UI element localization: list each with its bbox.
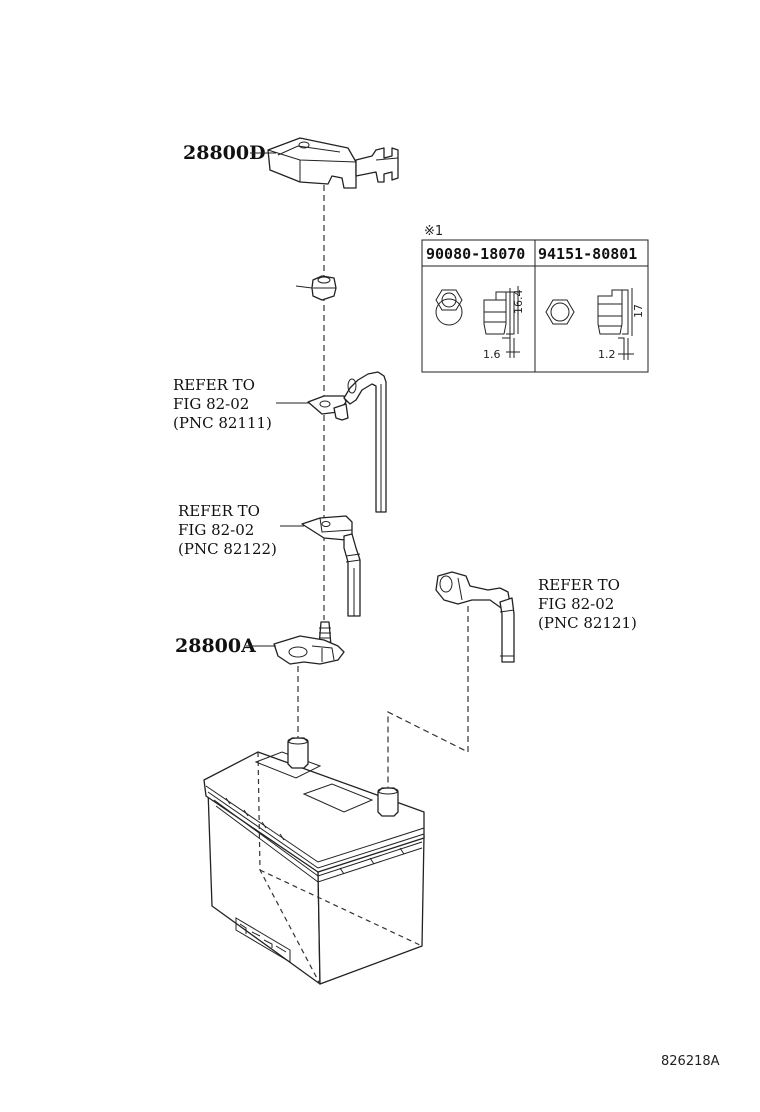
label-28800D: 28800D — [183, 142, 266, 164]
leader-line — [295, 285, 313, 289]
nut-drawing-94151-80801 — [545, 288, 634, 360]
svg-text:REFER TO: REFER TO — [538, 576, 620, 594]
reference-82121: REFER TO FIG 82-02 (PNC 82121) — [538, 576, 637, 632]
svg-text:(PNC 82111): (PNC 82111) — [173, 414, 272, 432]
label-28800A: 28800A — [175, 635, 256, 657]
nut-drawing-90080-18070 — [435, 286, 520, 358]
svg-text:REFER TO: REFER TO — [178, 502, 260, 520]
cable-terminal-82111[interactable] — [307, 371, 387, 513]
battery[interactable] — [203, 737, 425, 985]
svg-text:REFER TO: REFER TO — [173, 376, 255, 394]
svg-text:FIG 82-02: FIG 82-02 — [538, 595, 614, 613]
battery-clamp-28800A[interactable] — [273, 635, 345, 665]
svg-text:FIG 82-02: FIG 82-02 — [173, 395, 249, 413]
nut[interactable] — [311, 275, 337, 301]
dimension-thickness-1: 1.6 — [483, 348, 501, 361]
assembly-axis — [387, 606, 469, 790]
reference-82122: REFER TO FIG 82-02 (PNC 82122) — [178, 502, 277, 558]
svg-text:(PNC 82121): (PNC 82121) — [538, 614, 637, 632]
dimension-height-1: 16.4 — [512, 290, 525, 315]
dimension-thickness-2: 1.2 — [598, 348, 616, 361]
part-number-94151-80801: 94151-80801 — [538, 245, 637, 263]
svg-text:(PNC 82122): (PNC 82122) — [178, 540, 277, 558]
note-mark: ※1 — [424, 224, 443, 239]
cable-terminal-82122[interactable] — [301, 515, 361, 617]
cable-terminal-82121[interactable] — [435, 571, 515, 663]
part-number-90080-18070: 90080-18070 — [426, 245, 525, 263]
svg-text:FIG 82-02: FIG 82-02 — [178, 521, 254, 539]
fastener-table: ※1 90080-18070 94151-80801 — [421, 224, 649, 373]
reference-82111: REFER TO FIG 82-02 (PNC 82111) — [173, 376, 272, 432]
dimension-height-2: 17 — [632, 304, 645, 318]
terminal-cover-28800D[interactable] — [267, 137, 399, 189]
diagram-code: 826218A — [661, 1054, 720, 1069]
